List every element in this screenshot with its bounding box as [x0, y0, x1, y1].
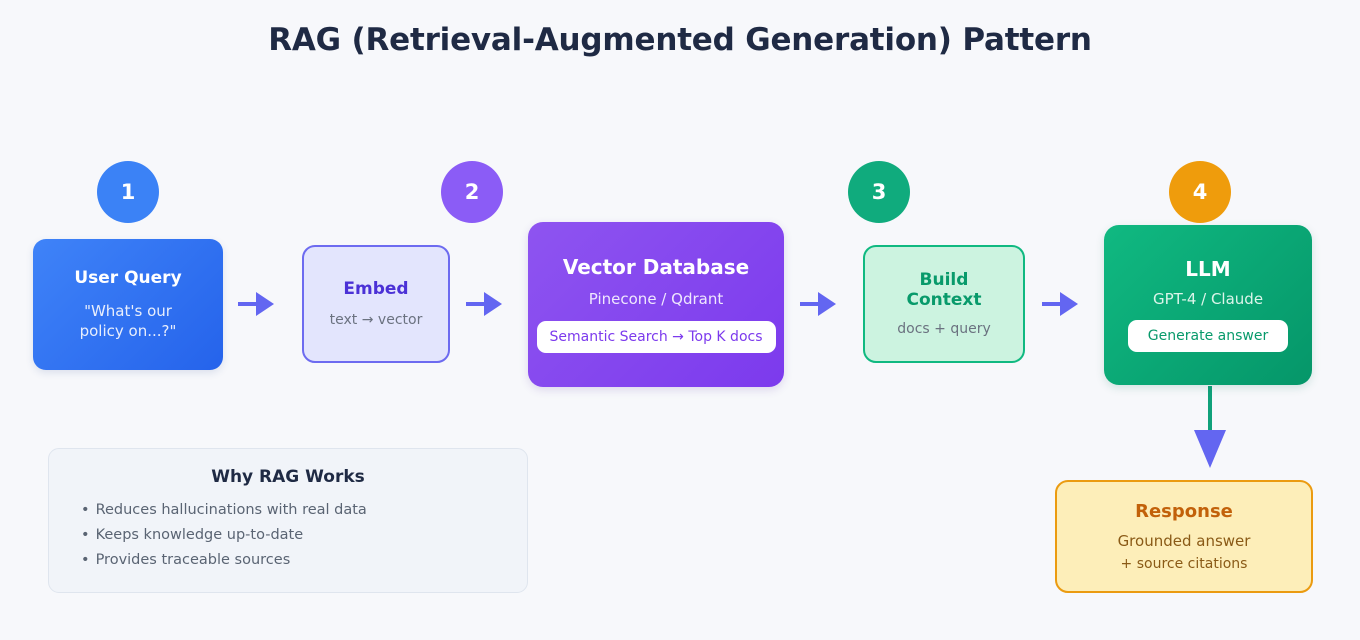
- list-item: • Provides traceable sources: [81, 552, 527, 568]
- node-user-query-subtitle: "What's our policy on...?": [80, 302, 177, 341]
- arrow-user-query-to-embed: [238, 292, 274, 316]
- list-item-label: Keeps knowledge up-to-date: [95, 527, 304, 543]
- node-vector-database-subtitle: Pinecone / Qdrant: [588, 289, 724, 308]
- bullet-icon: •: [81, 552, 90, 568]
- list-item-label: Provides traceable sources: [95, 552, 291, 568]
- step-badge-4-label: 4: [1192, 180, 1208, 204]
- step-badge-3-label: 3: [871, 180, 887, 204]
- arrow-stem-vertical: [1208, 386, 1212, 430]
- arrow-stem: [800, 302, 818, 306]
- list-item-label: Reduces hallucinations with real data: [95, 502, 367, 518]
- arrow-vector-database-to-build-context: [800, 292, 836, 316]
- node-embed-subtitle: text → vector: [329, 311, 423, 328]
- arrow-embed-to-vector-database: [466, 292, 502, 316]
- why-rag-works-title: Why RAG Works: [211, 467, 365, 487]
- node-build-context-subtitle: docs + query: [897, 320, 991, 337]
- node-user-query[interactable]: User Query "What's our policy on...?": [33, 239, 223, 370]
- arrow-build-context-to-llm: [1042, 292, 1078, 316]
- why-rag-works-panel: Why RAG Works • Reduces hallucinations wi…: [48, 448, 528, 593]
- node-llm-title: LLM: [1185, 256, 1231, 281]
- node-build-context-title: Build Context: [906, 270, 981, 310]
- node-user-query-subtitle-line1: "What's our: [84, 302, 172, 321]
- node-build-context[interactable]: Build Context docs + query: [863, 245, 1025, 363]
- node-user-query-title: User Query: [74, 267, 182, 288]
- node-build-context-title-line1: Build: [919, 269, 969, 290]
- node-embed[interactable]: Embed text → vector: [302, 245, 450, 363]
- arrow-stem: [238, 302, 256, 306]
- node-response-subtitle-secondary: + source citations: [1120, 555, 1248, 572]
- step-badge-1-label: 1: [120, 180, 136, 204]
- node-embed-title: Embed: [343, 278, 409, 299]
- step-badge-3: 3: [848, 161, 910, 223]
- node-llm[interactable]: LLM GPT-4 / Claude Generate answer: [1104, 225, 1312, 385]
- node-response-subtitle: Grounded answer: [1117, 532, 1251, 551]
- arrow-head-down-icon: [1194, 430, 1226, 468]
- node-response[interactable]: Response Grounded answer + source citati…: [1055, 480, 1313, 593]
- arrow-head-icon: [1060, 292, 1078, 316]
- node-vector-database[interactable]: Vector Database Pinecone / Qdrant Semant…: [528, 222, 784, 387]
- bullet-icon: •: [81, 527, 90, 543]
- arrow-stem: [466, 302, 484, 306]
- why-rag-works-list: • Reduces hallucinations with real data •…: [49, 502, 527, 568]
- semantic-search-pill[interactable]: Semantic Search → Top K docs: [536, 321, 776, 354]
- arrow-llm-to-response: [1194, 386, 1226, 468]
- arrow-head-icon: [484, 292, 502, 316]
- bullet-icon: •: [81, 502, 90, 518]
- step-badge-2: 2: [441, 161, 503, 223]
- node-vector-database-title: Vector Database: [562, 254, 750, 279]
- arrow-stem: [1042, 302, 1060, 306]
- node-response-title: Response: [1135, 501, 1233, 523]
- step-badge-4: 4: [1169, 161, 1231, 223]
- node-llm-subtitle: GPT-4 / Claude: [1152, 289, 1264, 308]
- arrow-head-icon: [818, 292, 836, 316]
- node-build-context-title-line2: Context: [906, 289, 982, 310]
- list-item: • Keeps knowledge up-to-date: [81, 527, 527, 543]
- list-item: • Reduces hallucinations with real data: [81, 502, 527, 518]
- step-badge-1: 1: [97, 161, 159, 223]
- step-badge-2-label: 2: [464, 180, 480, 204]
- page-title: RAG (Retrieval-Augmented Generation) Pat…: [268, 22, 1092, 58]
- generate-answer-pill[interactable]: Generate answer: [1127, 320, 1289, 353]
- arrow-head-icon: [256, 292, 274, 316]
- node-user-query-subtitle-line2: policy on...?": [79, 321, 177, 340]
